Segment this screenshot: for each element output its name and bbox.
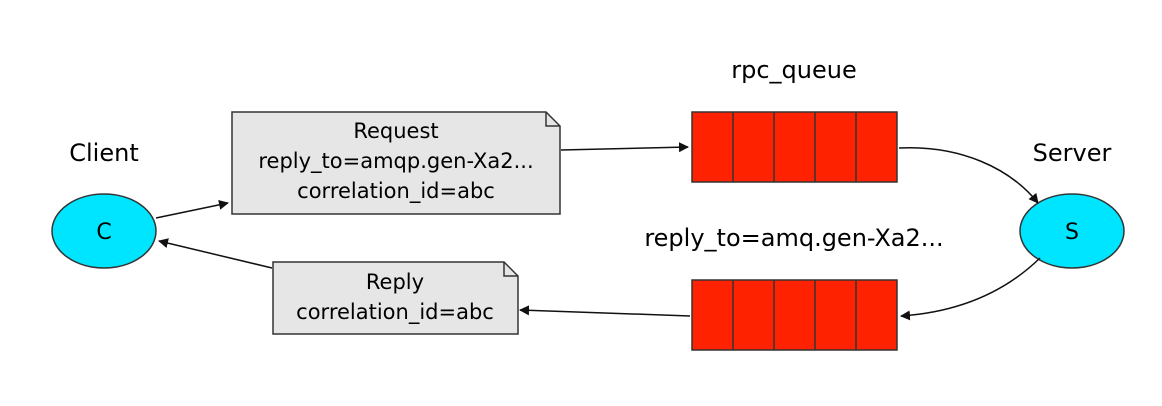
server-to-reply-queue-arrow	[900, 257, 1041, 321]
client-symbol: C	[96, 220, 111, 245]
reply-note-shape	[272, 261, 519, 335]
reply-note-fold	[503, 262, 518, 277]
client-node: C	[51, 193, 157, 269]
reply-to-client-arrow	[158, 238, 273, 269]
request-note-correlation-id: correlation_id=abc	[297, 179, 495, 204]
request-note: Request reply_to=amqp.gen-Xa2... correla…	[231, 111, 561, 215]
server-symbol: S	[1065, 220, 1079, 245]
request-queue	[691, 111, 898, 183]
client-label: Client	[69, 139, 138, 167]
request-queue-label: rpc_queue	[731, 56, 856, 84]
reply-queue	[691, 279, 898, 351]
server-label: Server	[1033, 139, 1112, 167]
reply-queue-label: reply_to=amq.gen-Xa2...	[644, 224, 943, 252]
request-to-queue-arrow	[560, 142, 689, 153]
client-ellipse	[51, 193, 157, 269]
request-note-fold	[545, 112, 560, 127]
reply-queue-body	[691, 279, 898, 351]
request-queue-body	[691, 111, 898, 183]
queue-to-server-arrow	[898, 147, 1039, 204]
reply-note-correlation-id: correlation_id=abc	[296, 300, 494, 325]
request-note-shape	[231, 111, 561, 215]
reply-note-title: Reply	[366, 270, 424, 294]
request-note-reply-to: reply_to=amqp.gen-Xa2...	[258, 149, 533, 174]
server-node: S	[1019, 193, 1125, 269]
request-note-title: Request	[353, 119, 438, 143]
reply-note: Reply correlation_id=abc	[272, 261, 519, 335]
server-ellipse	[1019, 193, 1125, 269]
reply-queue-to-note-arrow	[519, 305, 691, 317]
client-to-request-arrow	[155, 199, 229, 219]
